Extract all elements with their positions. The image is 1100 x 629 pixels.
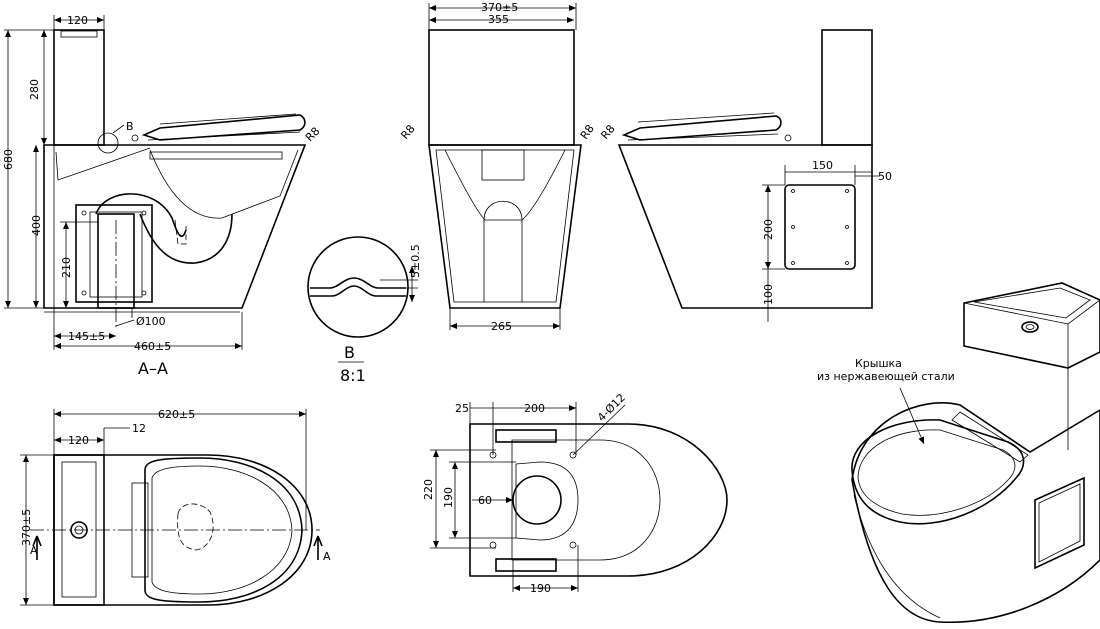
dim-bottom-inner-height: 190 bbox=[442, 487, 455, 508]
isometric-view: Крышка из нержавеющей стали bbox=[817, 282, 1100, 624]
dim-detail-b: 5±0.5 bbox=[409, 244, 422, 278]
detail-b-marker bbox=[97, 132, 119, 154]
bottom-slot-bottom bbox=[495, 558, 557, 572]
side-view: 150 50 200 100 R8 bbox=[598, 29, 892, 322]
dim-bottom-offset: 25 bbox=[455, 402, 469, 415]
dim-bottom-holes: 4-Ø12 bbox=[595, 391, 628, 424]
side-radius-label: R8 bbox=[598, 122, 617, 142]
note-line-2: из нержавеющей стали bbox=[817, 370, 955, 383]
section-arrow-left-icon bbox=[32, 535, 42, 560]
dim-top-length: 620±5 bbox=[158, 408, 195, 421]
iso-seat-lid bbox=[851, 419, 1025, 525]
bottom-view: 25 200 4-Ø12 220 190 60 190 bbox=[422, 391, 728, 595]
hinge-icon bbox=[131, 134, 139, 142]
section-arrow-right-icon bbox=[313, 535, 323, 560]
radius-label: R8 bbox=[303, 125, 323, 145]
dim-panel-offset: 50 bbox=[878, 170, 892, 183]
bottom-slot-top bbox=[495, 429, 557, 443]
bottom-outlet bbox=[512, 475, 562, 525]
tank-outline bbox=[53, 29, 105, 146]
trapway bbox=[95, 193, 187, 238]
side-tank bbox=[821, 29, 873, 146]
dim-panel-height: 200 bbox=[762, 219, 775, 240]
dim-bottom-outer-height: 220 bbox=[422, 479, 435, 500]
dim-top-gap: 12 bbox=[132, 422, 146, 435]
iso-bowl bbox=[851, 402, 1100, 624]
note-line-1: Крышка bbox=[855, 357, 902, 370]
dim-bowl-height: 400 bbox=[30, 215, 43, 236]
side-bowl bbox=[617, 144, 873, 309]
dim-outlet-offset: 145±5 bbox=[68, 330, 105, 343]
iso-flush-button-icon bbox=[1021, 321, 1039, 333]
top-view: 620±5 120 12 370±5 A A bbox=[20, 408, 331, 606]
tank-lid-slot bbox=[60, 30, 98, 38]
dim-panel-width: 150 bbox=[812, 159, 833, 172]
seat-lid bbox=[141, 114, 306, 141]
front-view: 370±5 355 265 R8 R8 bbox=[398, 1, 597, 333]
dim-top-tank-depth: 120 bbox=[68, 434, 89, 447]
section-view-a-a: B R8 120 280 680 400 210 145±5 Ø100 460±… bbox=[2, 14, 322, 378]
dim-base-length: 460±5 bbox=[134, 340, 171, 353]
dim-panel-from-floor: 100 bbox=[762, 284, 775, 305]
note-leader-arrow bbox=[899, 387, 925, 445]
dim-front-tank-width: 355 bbox=[488, 13, 509, 26]
side-hinge-icon bbox=[784, 134, 792, 142]
detail-marker-label: B bbox=[126, 120, 134, 133]
iso-tank bbox=[963, 282, 1100, 369]
bowl-body bbox=[43, 144, 307, 309]
mount-bracket bbox=[75, 204, 153, 303]
dim-outlet-diameter: Ø100 bbox=[136, 315, 166, 328]
dim-bottom-outlet-offset: 60 bbox=[478, 494, 492, 507]
dim-overall-height: 680 bbox=[2, 149, 15, 170]
iso-access-panel bbox=[1034, 476, 1085, 570]
access-panel bbox=[784, 184, 856, 270]
bottom-outline bbox=[469, 423, 728, 577]
dim-front-width: 370±5 bbox=[481, 1, 518, 14]
section-mark-right: A bbox=[323, 550, 331, 563]
radius-left-label: R8 bbox=[398, 122, 417, 142]
detail-b-view: 5±0.5 B 8:1 bbox=[307, 236, 422, 385]
dim-tank-depth: 120 bbox=[67, 14, 88, 27]
dim-bottom-width: 190 bbox=[530, 582, 551, 595]
dim-outlet-height: 210 bbox=[60, 257, 73, 278]
dim-tank-height: 280 bbox=[28, 79, 41, 100]
front-tank bbox=[428, 29, 575, 146]
dim-bottom-hole-spacing: 200 bbox=[524, 402, 545, 415]
section-caption: A–A bbox=[138, 359, 168, 378]
detail-b-circle bbox=[307, 236, 409, 338]
dim-top-width: 370±5 bbox=[20, 509, 33, 546]
detail-b-scale: 8:1 bbox=[340, 366, 366, 385]
radius-right-label: R8 bbox=[578, 122, 597, 141]
detail-b-label: B bbox=[344, 343, 355, 362]
dim-front-base-width: 265 bbox=[491, 320, 512, 333]
section-mark-left: A bbox=[30, 544, 38, 557]
iso-hinge bbox=[951, 411, 1029, 463]
side-seat bbox=[621, 115, 782, 141]
